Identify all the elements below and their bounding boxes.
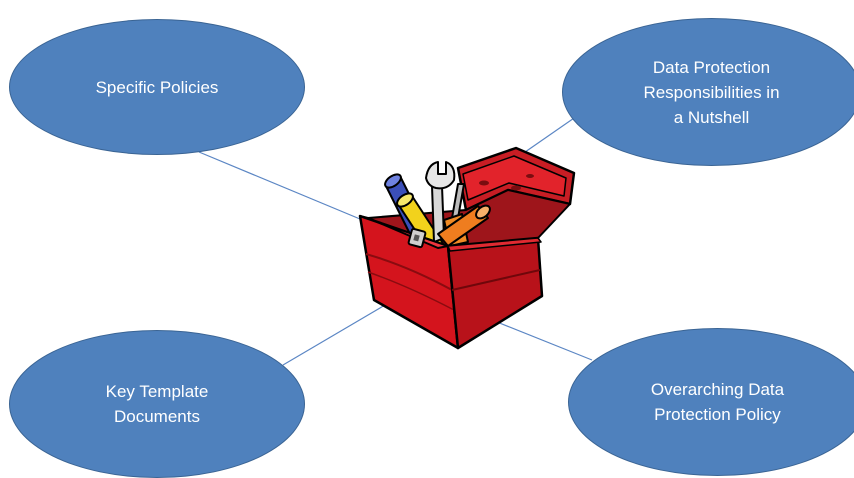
connector-key-templates bbox=[282, 294, 403, 366]
toolbox-icon bbox=[358, 146, 576, 350]
node-overarching-policy[interactable]: Overarching Data Protection Policy bbox=[568, 328, 854, 476]
node-key-template-documents[interactable]: Key Template Documents bbox=[9, 330, 305, 478]
connector-specific-policies bbox=[198, 151, 373, 225]
node-label: Key Template Documents bbox=[105, 382, 209, 426]
node-label: Overarching Data Protection Policy bbox=[650, 380, 785, 424]
node-specific-policies[interactable]: Specific Policies bbox=[9, 19, 305, 155]
node-label: Specific Policies bbox=[95, 77, 219, 97]
node-responsibilities-nutshell[interactable]: Data Protection Responsibilities in a Nu… bbox=[562, 18, 854, 166]
mind-map-diagram: Specific Policies Data Protection Respon… bbox=[9, 18, 854, 478]
connector-overarching-policy bbox=[496, 321, 593, 361]
node-label: Data Protection Responsibilities in a Nu… bbox=[643, 57, 780, 127]
